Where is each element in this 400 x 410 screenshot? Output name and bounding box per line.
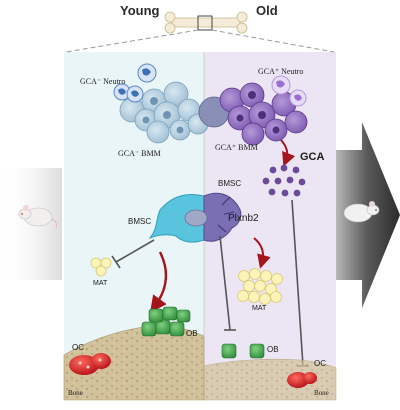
young-osteoclasts	[69, 353, 111, 375]
young-mat-label: MAT	[93, 280, 108, 287]
young-neutro-label: GCA⁻ Neutro	[80, 77, 126, 86]
old-mat-label: MAT	[252, 305, 267, 312]
gca-label: GCA	[300, 151, 325, 163]
young-ob-label: OB	[186, 329, 198, 338]
plxnb2-label: Plxnb2	[228, 213, 259, 224]
old-bmm-label: GCA⁺ BMM	[215, 143, 258, 152]
old-osteoblasts	[221, 343, 265, 359]
mouse-young-icon	[18, 205, 57, 229]
inhibition-lines	[111, 199, 309, 367]
old-bone-label: Bone	[314, 389, 329, 397]
old-osteoclasts	[287, 372, 317, 388]
young-bmm-cluster	[119, 81, 209, 144]
bone-tissue	[63, 325, 337, 401]
young-title: Young	[120, 3, 160, 18]
old-neutro-label: GCA⁺ Neutro	[258, 67, 304, 76]
zoom-lines	[65, 29, 335, 53]
gca-dots	[262, 164, 306, 197]
young-bone-label: Bone	[68, 389, 83, 397]
mouse-old-icon	[343, 201, 380, 223]
young-osteoblasts	[141, 306, 191, 337]
old-mat	[237, 268, 283, 305]
bmm-to-gca-arrow	[280, 139, 296, 167]
old-bmm-cluster	[198, 82, 308, 146]
bmsc-to-ob-arrow	[150, 251, 168, 313]
old-title: Old	[256, 3, 278, 18]
old-ob-label: OB	[267, 345, 279, 354]
old-bmsc-label: BMSC	[218, 179, 242, 188]
old-oc-label: OC	[314, 359, 326, 368]
bmsc-cell	[148, 192, 242, 243]
young-mat	[90, 257, 112, 277]
young-bmsc-label: BMSC	[128, 217, 152, 226]
young-neutrophils	[113, 63, 157, 103]
young-oc-label: OC	[72, 343, 84, 352]
young-bmm-label: GCA⁻ BMM	[118, 149, 161, 158]
bone-icon	[164, 11, 248, 34]
old-neutrophils	[271, 75, 307, 107]
bmsc-to-mat-arrow	[253, 237, 271, 269]
